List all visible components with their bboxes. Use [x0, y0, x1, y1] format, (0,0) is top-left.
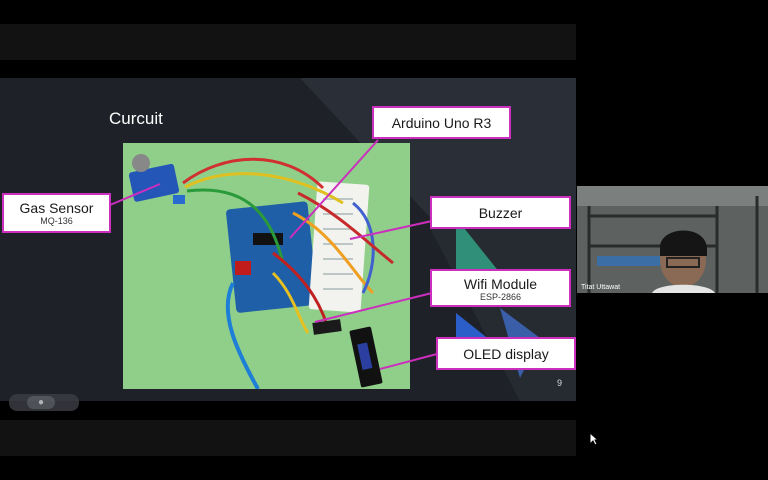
top-bar	[0, 24, 576, 60]
label-gas-sensor-title: Gas Sensor	[19, 200, 94, 216]
label-gas-sensor: Gas Sensor MQ-136	[2, 193, 111, 233]
mouse-pointer-icon	[589, 432, 599, 446]
label-wifi-subtitle: ESP-2866	[479, 292, 522, 302]
participant-name: Titat Uttawat	[581, 284, 621, 291]
label-oled: OLED display	[436, 337, 576, 370]
slide-page-number: 9	[557, 378, 563, 388]
circuit-photo-drawing	[123, 143, 410, 389]
label-arduino: Arduino Uno R3	[372, 106, 511, 139]
label-wifi-module: Wifi Module ESP-2866	[430, 269, 571, 307]
label-buzzer-title: Buzzer	[478, 205, 523, 221]
label-gas-sensor-subtitle: MQ-136	[40, 216, 73, 226]
label-wifi-title: Wifi Module	[463, 276, 538, 292]
label-buzzer: Buzzer	[430, 196, 571, 229]
label-arduino-title: Arduino Uno R3	[391, 115, 492, 131]
participant-video-frame	[577, 186, 768, 293]
callout-connectors	[109, 139, 438, 370]
slide-controls[interactable]: ●	[9, 394, 79, 411]
participant-video[interactable]: Titat Uttawat	[577, 186, 768, 293]
bottom-bar	[0, 420, 576, 456]
slide-title: Curcuit	[109, 109, 163, 128]
slide-nav-icon[interactable]: ●	[27, 396, 55, 409]
label-oled-title: OLED display	[463, 346, 549, 362]
circuit-photo	[123, 143, 410, 389]
